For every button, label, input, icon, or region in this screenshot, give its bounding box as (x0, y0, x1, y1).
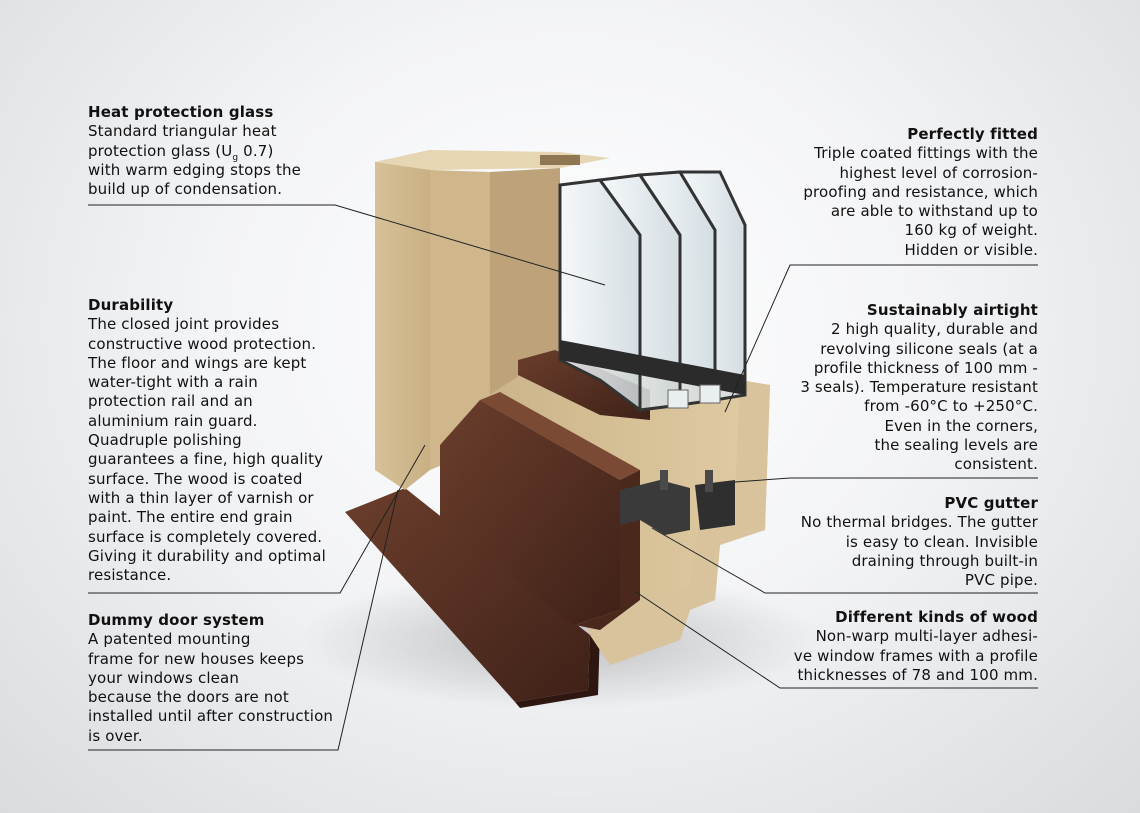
callout-line: No thermal bridges. The gutter (800, 513, 1038, 532)
callout-line: Non-warp multi-layer adhesi- (815, 627, 1038, 646)
callout-line: A patented mounting (88, 630, 251, 649)
callout-line: surface. The wood is coated (88, 469, 303, 488)
callout-line: with warm edging stops the (88, 160, 302, 179)
callout-line: guarantees a fine, high quality (88, 450, 324, 469)
callout-line: the sealing levels are (874, 436, 1038, 455)
callout-line: The floor and wings are kept (88, 353, 307, 372)
u-value-subscript: g (232, 152, 239, 163)
callout-line: protection glass (Ug 0.7) (88, 141, 274, 163)
callout-line: surface is completely covered. (88, 527, 323, 546)
callout-line: draining through built-in (851, 551, 1038, 570)
rain-guard-base (345, 488, 590, 702)
callout-line: 2 high quality, durable and (831, 320, 1038, 339)
glazing-bead (518, 350, 650, 420)
callout-line: is over. (88, 726, 143, 745)
callout-title: Sustainably airtight (866, 301, 1038, 319)
callout-line: thicknesses of 78 and 100 mm. (797, 665, 1038, 684)
callout-title: Perfectly fitted (907, 125, 1038, 143)
rain-protection-rail (440, 400, 620, 625)
callout-line: aluminium rain guard. (88, 411, 258, 430)
callout-line: frame for new houses keeps (88, 649, 305, 668)
callout-line: revolving silicone seals (at a (820, 339, 1038, 358)
leader-fitted (724, 264, 1038, 413)
callout-line: protection rail and an (88, 392, 253, 411)
callout-line: 160 kg of weight. (904, 221, 1038, 240)
leader-dummy (88, 489, 399, 751)
callout-line: constructive wood protection. (88, 334, 317, 353)
callout-line: your windows clean (88, 668, 240, 687)
callout-line: water-tight with a rain (88, 373, 258, 392)
callout-line: paint. The entire end grain (88, 508, 293, 527)
callout-line: Even in the corners, (884, 416, 1038, 435)
callout-line: with a thin layer of varnish or (88, 488, 314, 507)
callout-title: Heat protection glass (88, 103, 274, 121)
callout-line: resistance. (88, 566, 172, 585)
callout-different-kinds-of-wood: Different kinds of wood Non-warp multi-l… (738, 608, 1038, 685)
callout-title: Durability (88, 296, 174, 314)
callout-line: proofing and resistance, which (803, 182, 1038, 201)
callout-line: installed until after construction (88, 707, 334, 726)
callout-line: build up of condensation. (88, 180, 283, 199)
callout-line: PVC pipe. (964, 571, 1038, 590)
callout-durability: Durability The closed joint provides con… (88, 296, 388, 585)
callout-line: consistent. (954, 455, 1038, 474)
callout-sustainably-airtight: Sustainably airtight 2 high quality, dur… (738, 301, 1038, 475)
leader-airtight (734, 477, 1038, 483)
callout-line: because the doors are not (88, 688, 289, 707)
triple-glazing (558, 170, 747, 413)
leader-wood (635, 591, 1038, 689)
callout-title: Dummy door system (88, 611, 265, 629)
callout-heat-protection-glass: Heat protection glass Standard triangula… (88, 103, 388, 199)
leader-gutter (651, 527, 1038, 594)
callout-perfectly-fitted: Perfectly fitted Triple coated fittings … (738, 125, 1038, 260)
callout-line: The closed joint provides (88, 315, 280, 334)
seal-channels (620, 480, 690, 535)
callout-line: Hidden or visible. (904, 240, 1038, 259)
frame-front (375, 150, 430, 490)
callout-title: PVC gutter (944, 494, 1038, 512)
callout-line: ve window frames with a profile (793, 646, 1038, 665)
callout-line: is easy to clean. Invisible (845, 532, 1038, 551)
callout-dummy-door-system: Dummy door system A patented mounting fr… (88, 611, 388, 746)
callout-line: from -60°C to +250°C. (864, 397, 1038, 416)
callout-line: Standard triangular heat (88, 122, 277, 141)
frame-inner-face (430, 170, 490, 470)
callout-title: Different kinds of wood (835, 608, 1038, 626)
callout-line: Quadruple polishing (88, 431, 242, 450)
leader-lines (88, 204, 1038, 751)
leader-heat (88, 204, 606, 286)
callout-line: 3 seals). Temperature resistant (800, 378, 1038, 397)
callout-line: highest level of corrosion- (839, 163, 1038, 182)
callout-line: Triple coated fittings with the (814, 144, 1038, 163)
callout-pvc-gutter: PVC gutter No thermal bridges. The gutte… (738, 494, 1038, 590)
callout-line: profile thickness of 100 mm - (813, 358, 1038, 377)
callout-line: Giving it durability and optimal (88, 546, 326, 565)
callout-line: are able to withstand up to (830, 202, 1038, 221)
